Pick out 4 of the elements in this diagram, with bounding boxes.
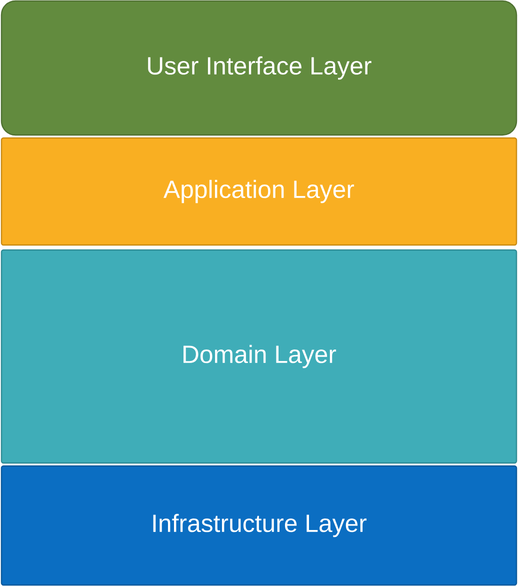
layer-box: User Interface Layer (0, 0, 518, 136)
layer-box: Infrastructure Layer (0, 465, 518, 586)
layer-box: Application Layer (0, 137, 518, 246)
layer-box: Domain Layer (0, 249, 518, 464)
